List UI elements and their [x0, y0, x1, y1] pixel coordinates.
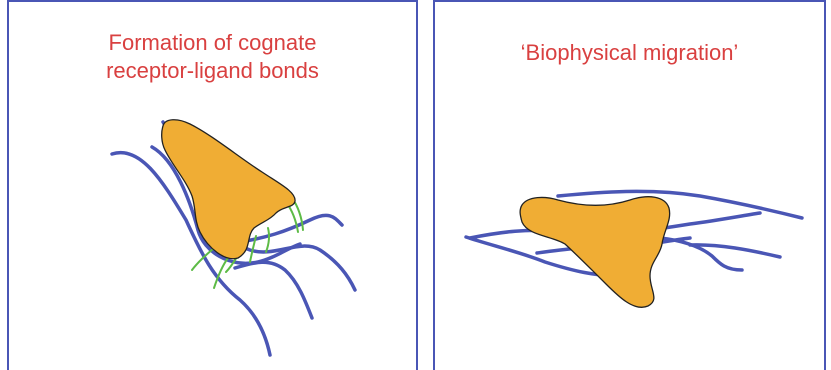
panel-receptor-ligand-bonds: Formation of cognate receptor-ligand bon…	[7, 0, 418, 370]
title-line-1: ‘Biophysical migration’	[435, 39, 824, 67]
panel-biophysical-migration: ‘Biophysical migration’	[433, 0, 826, 370]
panel-title: Formation of cognate receptor-ligand bon…	[9, 29, 416, 85]
title-line-2: receptor-ligand bonds	[9, 57, 416, 85]
panel-title: ‘Biophysical migration’	[435, 39, 824, 67]
title-line-1: Formation of cognate	[9, 29, 416, 57]
